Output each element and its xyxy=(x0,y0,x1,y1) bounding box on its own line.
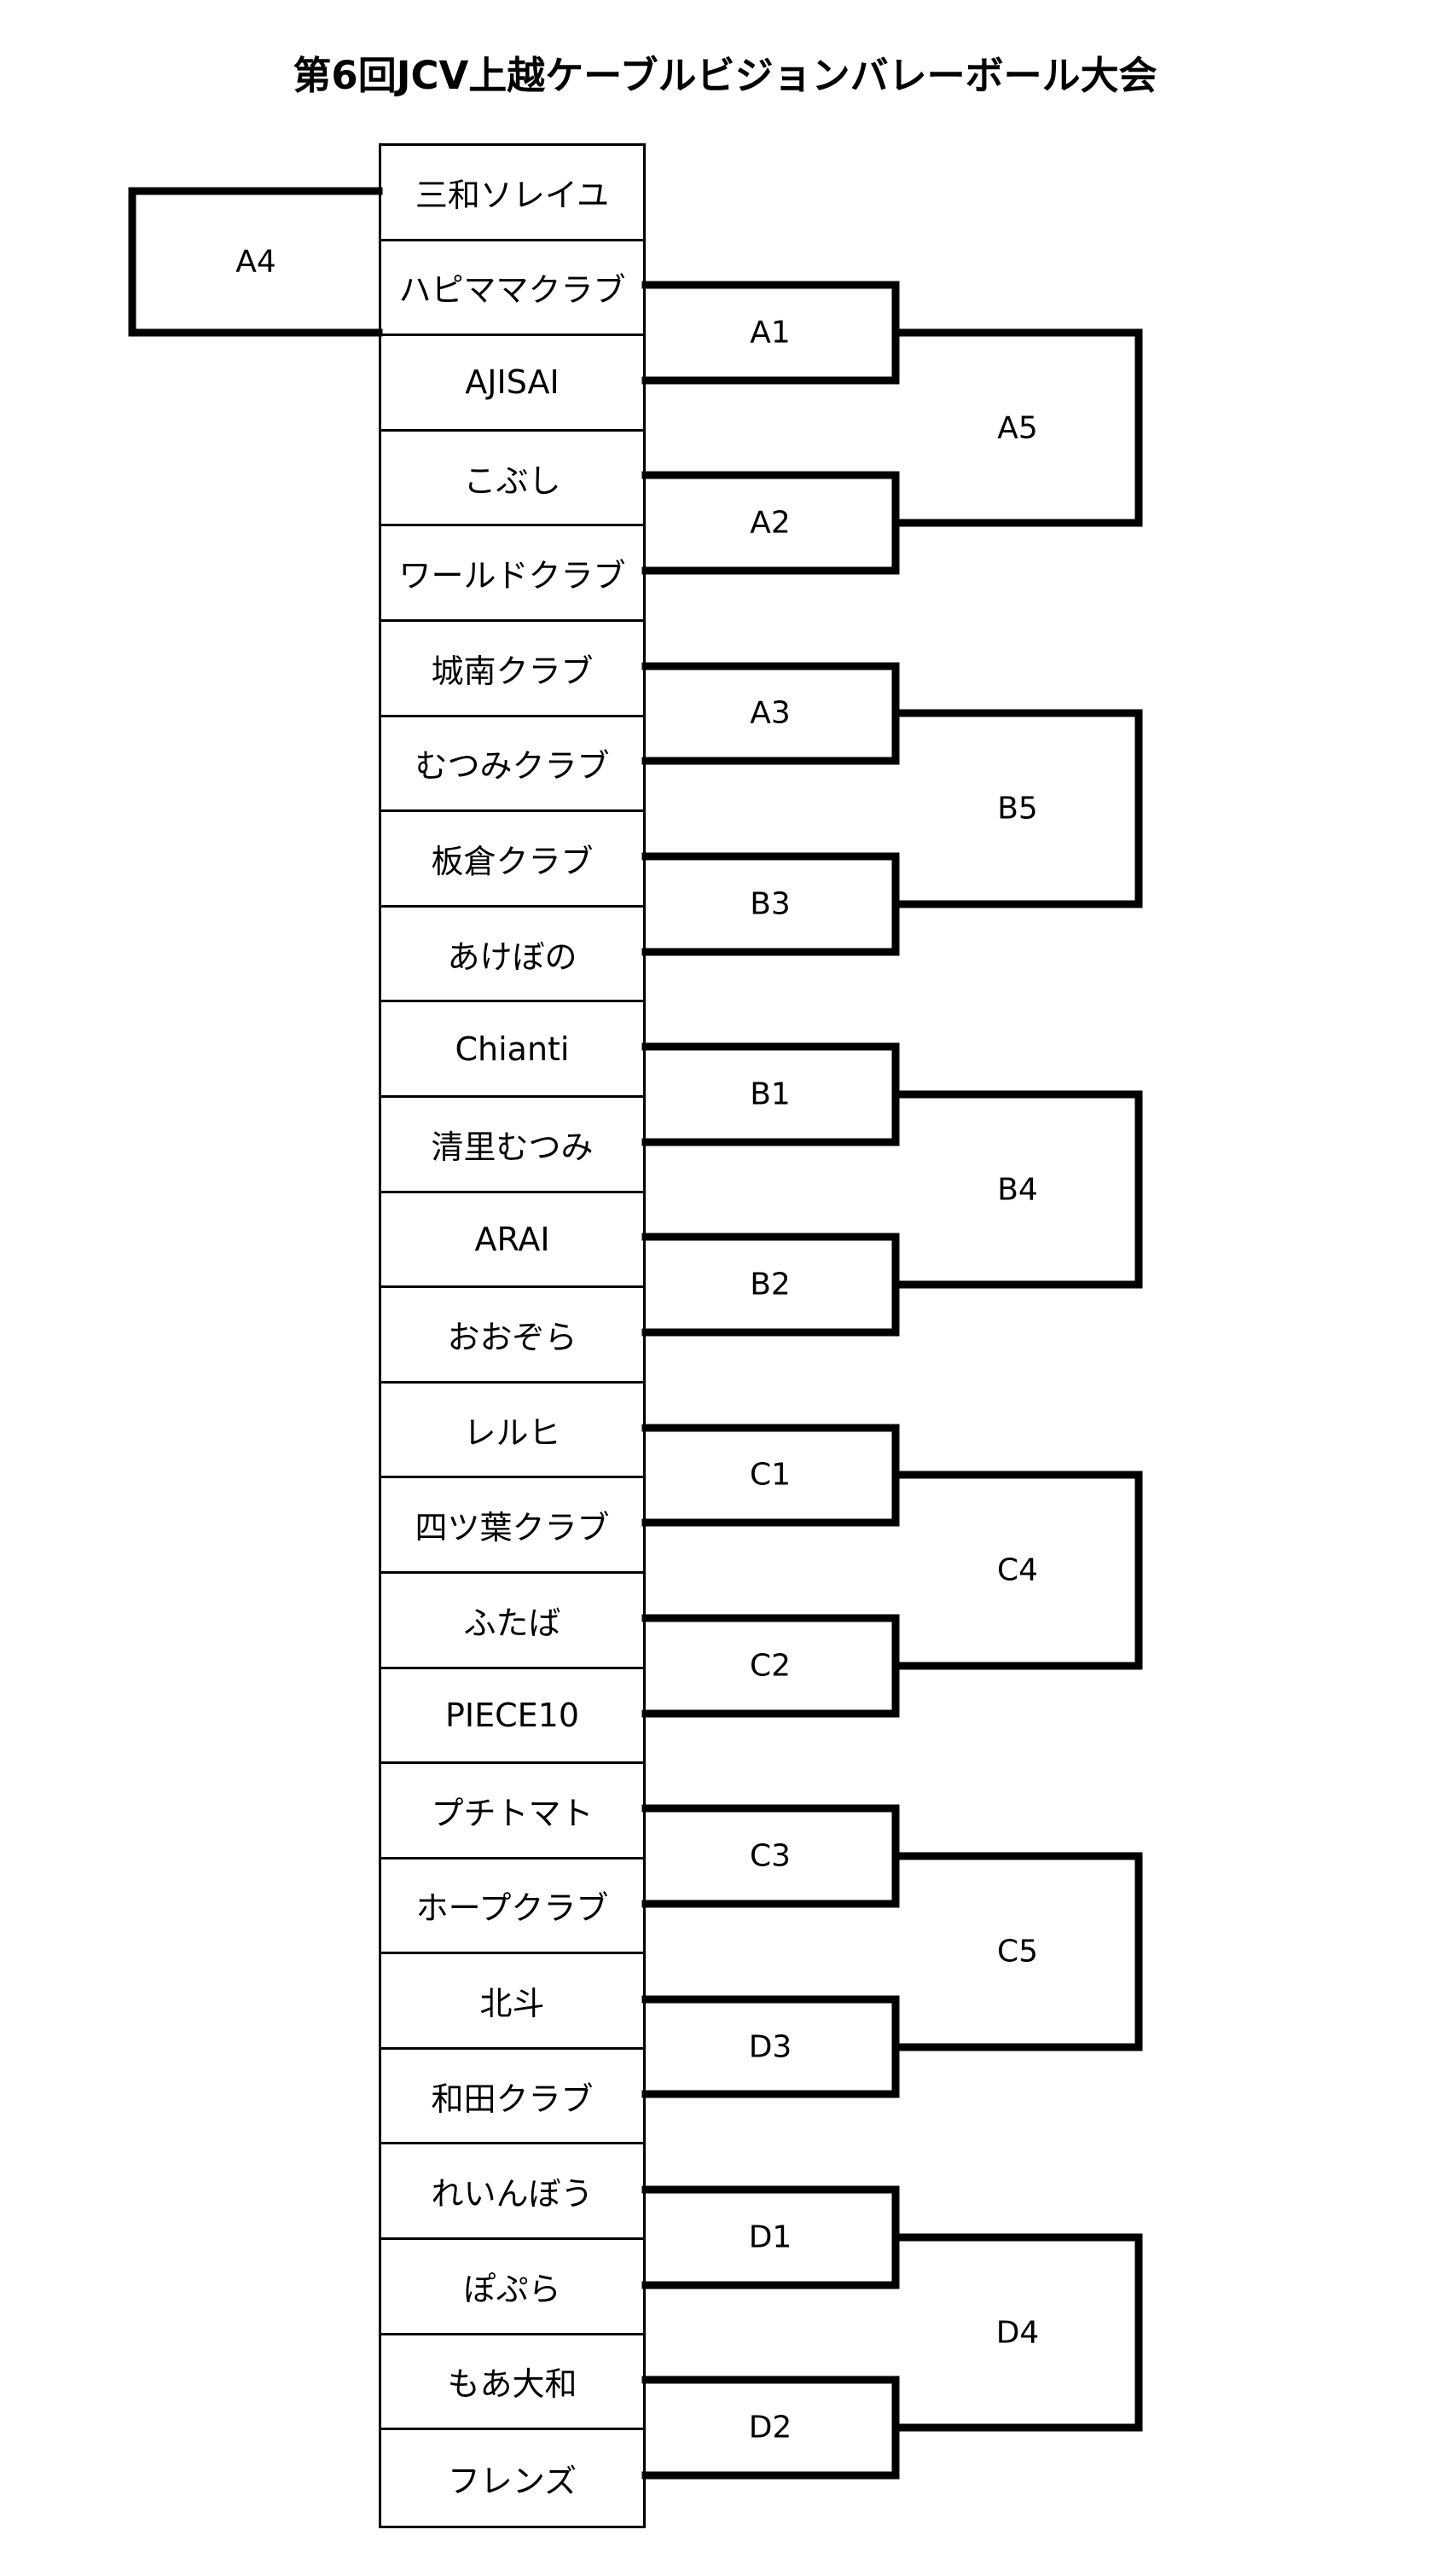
page-title: 第6回JCV上越ケーブルビジョンバレーボール大会 xyxy=(293,53,1157,98)
team-cell: 四ツ葉クラブ xyxy=(381,1478,643,1574)
team-cell: もあ大和 xyxy=(381,2335,643,2431)
team-cell: ホープクラブ xyxy=(381,1859,643,1955)
team-cell: 清里むつみ xyxy=(381,1098,643,1193)
team-cell: あけぼの xyxy=(381,908,643,1003)
match-label-b2: B2 xyxy=(750,1267,791,1303)
match-label-c2: C2 xyxy=(749,1648,792,1684)
bracket-b4 xyxy=(891,1090,1143,1289)
team-cell: 板倉クラブ xyxy=(381,812,643,908)
match-label-a3: A3 xyxy=(750,695,791,731)
team-cell: レルヒ xyxy=(381,1384,643,1479)
team-cell: ARAI xyxy=(381,1193,643,1289)
team-cell: ワールドクラブ xyxy=(381,526,643,622)
match-label-b4: B4 xyxy=(997,1172,1038,1208)
bracket-a4 xyxy=(128,187,383,337)
bracket-c5 xyxy=(891,1852,1143,2051)
match-label-a5: A5 xyxy=(997,410,1038,446)
match-label-b1: B1 xyxy=(750,1076,791,1112)
bracket-c4 xyxy=(891,1471,1143,1670)
team-cell: 三和ソレイユ xyxy=(381,146,643,241)
team-cell: PIECE10 xyxy=(381,1669,643,1765)
bracket-d4 xyxy=(891,2233,1143,2432)
match-label-b5: B5 xyxy=(997,791,1038,827)
team-cell: 城南クラブ xyxy=(381,622,643,717)
team-cell: プチトマト xyxy=(381,1764,643,1859)
team-cell: AJISAI xyxy=(381,336,643,432)
match-label-c1: C1 xyxy=(749,1457,792,1493)
match-label-c4: C4 xyxy=(996,1552,1039,1588)
match-label-a2: A2 xyxy=(750,505,791,541)
bracket-a5 xyxy=(891,328,1143,527)
match-label-c3: C3 xyxy=(749,1838,792,1874)
team-cell: おおぞら xyxy=(381,1288,643,1384)
team-cell: れいんぼう xyxy=(381,2144,643,2241)
team-cell: ハピママクラブ xyxy=(381,241,643,337)
match-label-a1: A1 xyxy=(750,315,791,351)
team-cell: 北斗 xyxy=(381,1954,643,2050)
match-label-d4: D4 xyxy=(995,2315,1040,2351)
bracket-b5 xyxy=(891,709,1143,908)
team-cell: Chianti xyxy=(381,1002,643,1098)
team-cell: 和田クラブ xyxy=(381,2050,643,2145)
team-cell: ぽぷら xyxy=(381,2240,643,2335)
match-label-a4: A4 xyxy=(235,244,276,280)
match-label-c5: C5 xyxy=(996,1934,1039,1970)
team-cell: ふたば xyxy=(381,1574,643,1669)
match-label-d1: D1 xyxy=(748,2219,792,2255)
team-cell: フレンズ xyxy=(447,2462,577,2500)
team-cell: こぶし xyxy=(381,432,643,527)
match-label-d3: D3 xyxy=(748,2029,792,2065)
team-cell: むつみクラブ xyxy=(381,717,643,813)
match-label-d2: D2 xyxy=(748,2410,792,2445)
match-label-b3: B3 xyxy=(750,886,791,922)
team-list: 三和ソレイユ ハピママクラブ AJISAI こぶし ワールドクラブ 城南クラブ … xyxy=(379,143,646,2528)
